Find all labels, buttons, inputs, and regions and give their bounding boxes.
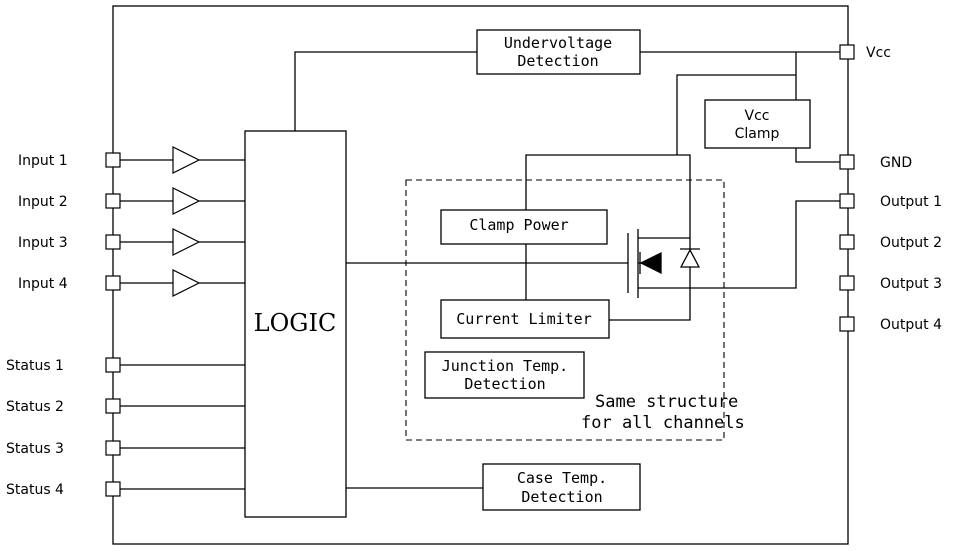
label-status-1: Status 1 — [6, 358, 64, 374]
pin-output-1 — [839, 193, 855, 209]
label-status-3: Status 3 — [6, 441, 64, 457]
pin-vcc — [839, 44, 855, 60]
label-input-3: Input 3 — [18, 235, 68, 251]
label-input-4: Input 4 — [18, 276, 68, 292]
pin-input-4 — [105, 275, 121, 291]
channel-note-line2: for all channels — [581, 413, 745, 433]
current-limiter-label: Current Limiter — [456, 310, 591, 328]
pin-output-2 — [839, 234, 855, 250]
wiring — [120, 51, 840, 490]
input-1-buffer-icon — [172, 146, 201, 174]
pin-output-3 — [839, 275, 855, 291]
label-input-2: Input 2 — [18, 194, 68, 210]
input-2-buffer-icon — [172, 187, 201, 215]
junction-temp-label-line2: Detection — [464, 375, 545, 393]
current-limiter-block — [440, 299, 610, 339]
channel-dashed-region — [405, 179, 725, 441]
label-input-1: Input 1 — [18, 153, 68, 169]
pin-input-1 — [105, 152, 121, 168]
pin-status-3 — [105, 440, 121, 456]
vcc-clamp-label-line1: Vcc — [745, 108, 770, 124]
package-outline — [112, 5, 849, 545]
label-output-1: Output 1 — [880, 194, 942, 210]
junction-temp-label-line1: Junction Temp. — [442, 357, 568, 375]
body-diode-icon — [639, 251, 662, 275]
vcc-clamp-label-line2: Clamp — [735, 126, 780, 142]
label-vcc: Vcc — [866, 45, 891, 61]
pin-status-4 — [105, 481, 121, 497]
input-4-buffer-icon — [172, 269, 201, 297]
label-status-2: Status 2 — [6, 399, 64, 415]
label-gnd: GND — [880, 155, 912, 171]
label-output-3: Output 3 — [880, 276, 942, 292]
case-temp-detection-block — [482, 463, 641, 511]
input-3-buffer-icon — [172, 228, 201, 256]
case-temp-label-line1: Case Temp. — [517, 469, 607, 487]
label-output-2: Output 2 — [880, 235, 942, 251]
pin-status-2 — [105, 398, 121, 414]
pin-input-3 — [105, 234, 121, 250]
logic-label: LOGIC — [254, 309, 337, 337]
junction-temp-detection-block — [424, 351, 585, 399]
label-status-4: Status 4 — [6, 482, 64, 498]
clamp-power-block — [440, 209, 608, 245]
undervoltage-label-line1: Undervoltage — [504, 34, 612, 52]
vcc-clamp-block — [704, 99, 811, 149]
clamp-power-label: Clamp Power — [469, 216, 568, 234]
clamp-diode-icon — [679, 248, 701, 268]
undervoltage-detection-block — [476, 29, 641, 75]
pin-gnd — [839, 154, 855, 170]
case-temp-label-line2: Detection — [521, 488, 602, 506]
pin-output-4 — [839, 316, 855, 332]
undervoltage-label-line2: Detection — [517, 52, 598, 70]
label-output-4: Output 4 — [880, 317, 942, 333]
logic-block — [244, 130, 347, 518]
pin-status-1 — [105, 357, 121, 373]
pin-input-2 — [105, 193, 121, 209]
channel-note-line1: Same structure — [595, 392, 738, 412]
